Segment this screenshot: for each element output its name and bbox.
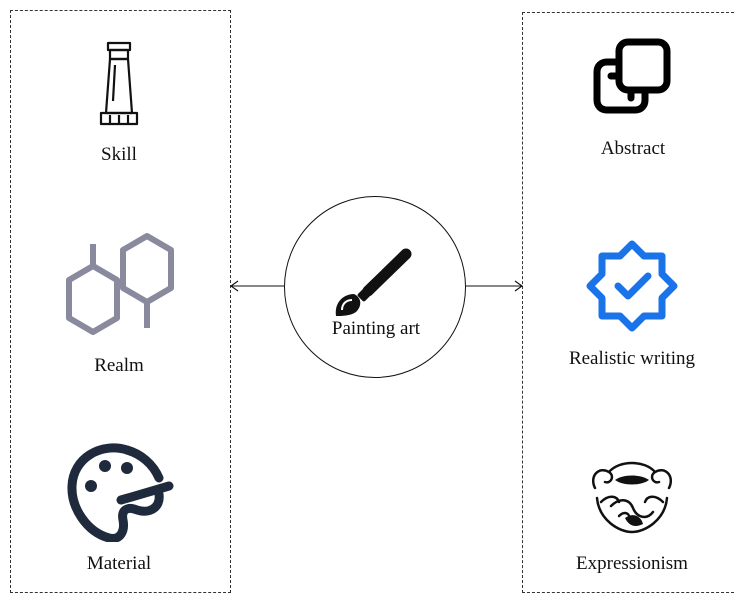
right-item-label: Realistic writing: [568, 348, 696, 369]
left-arrowhead: [230, 280, 239, 292]
right-item-label: Expressionism: [576, 553, 688, 574]
left-group-box: [10, 10, 231, 593]
right-arrowhead: [514, 280, 523, 292]
hexagons-icon: [66, 233, 174, 335]
verified-badge-icon: [586, 240, 678, 332]
paintbrush-icon: [335, 248, 412, 316]
swirl-emblem-icon: [592, 461, 672, 534]
right-group-box: [522, 12, 734, 593]
left-item-label: Material: [86, 553, 152, 574]
right-item-label: Abstract: [600, 138, 666, 159]
copy-squares-icon: [593, 38, 671, 114]
palette-icon: [67, 443, 174, 542]
left-item-label: Skill: [101, 144, 137, 165]
left-item-label: Realm: [94, 355, 144, 376]
paint-tube-icon: [99, 41, 139, 126]
center-label: Painting art: [331, 318, 421, 339]
